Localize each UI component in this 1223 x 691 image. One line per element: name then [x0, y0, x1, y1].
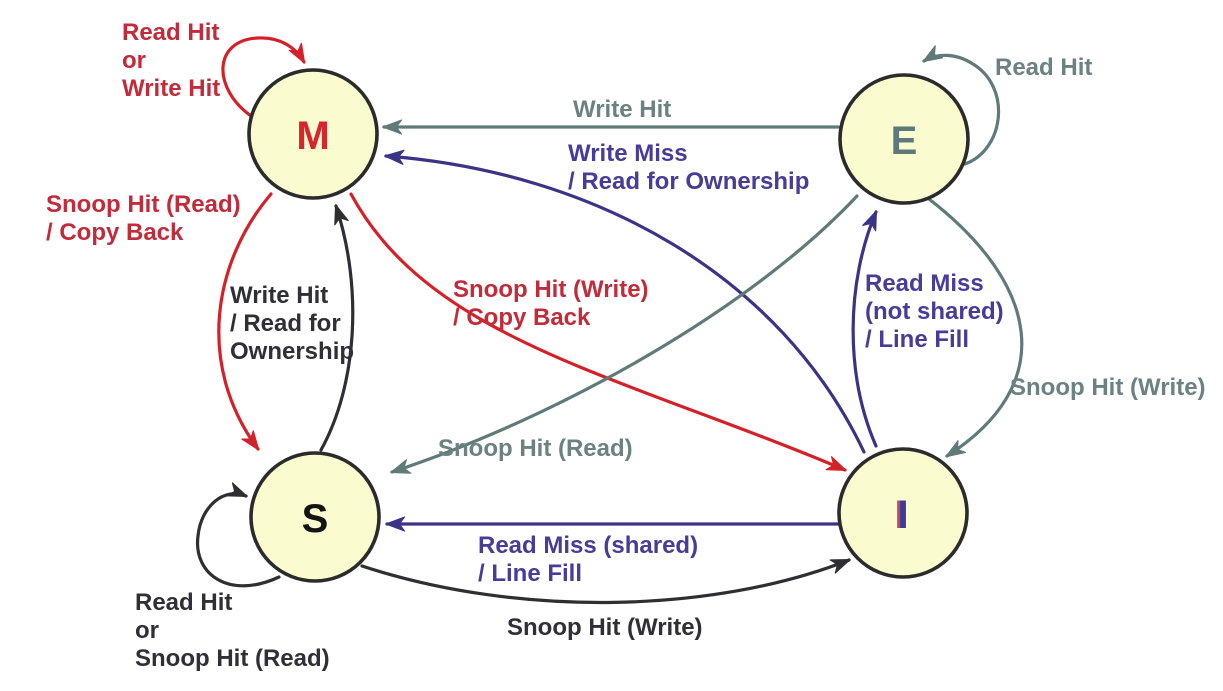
- state-label-m: M: [296, 114, 329, 158]
- transition-label-i-to-e-line-2: / Line Fill: [865, 326, 969, 353]
- transition-arrow-i-to-m: [384, 149, 866, 454]
- transition-arrow-s-to-i: [360, 558, 851, 605]
- transition-e-to-s: Snoop Hit (Read): [390, 194, 859, 474]
- transition-s-to-i: Snoop Hit (Write): [360, 558, 851, 641]
- transition-e-to-m: Write Hit: [382, 96, 840, 135]
- state-label-e: E: [891, 119, 918, 163]
- transition-i-to-s: Read Miss (shared) / Line Fill: [385, 516, 840, 587]
- transition-arrow-e-to-i: [927, 197, 1024, 458]
- transition-label-m-to-m-line-2: Write Hit: [122, 75, 220, 102]
- transition-label-m-to-s-line-1: / Copy Back: [46, 219, 184, 246]
- transition-label-i-to-m-line-0: Write Miss: [568, 140, 688, 167]
- state-node-e: E: [838, 73, 970, 205]
- transition-label-i-to-e-line-0: Read Miss: [865, 270, 984, 297]
- transition-s-to-s: Read Hit or Snoop Hit (Read): [135, 482, 330, 672]
- transition-label-e-to-i-line-0: Snoop Hit (Write): [1010, 374, 1206, 401]
- transition-m-to-i: Snoop Hit (Write) / Copy Back: [349, 192, 847, 472]
- transition-i-to-e: Read Miss (not shared) / Line Fill: [851, 210, 1004, 448]
- transition-label-e-to-e-line-0: Read Hit: [995, 54, 1092, 81]
- transition-arrow-e-to-s: [390, 194, 859, 474]
- transition-arrow-m-to-s: [217, 192, 273, 451]
- transition-label-m-to-i-line-0: Snoop Hit (Write): [453, 276, 649, 303]
- transition-m-to-m: Read Hit or Write Hit: [122, 19, 306, 118]
- transition-label-e-to-s-line-0: Snoop Hit (Read): [438, 435, 633, 462]
- transition-label-e-to-m-line-0: Write Hit: [573, 96, 671, 123]
- transition-label-s-to-i-line-0: Snoop Hit (Write): [507, 614, 703, 641]
- transition-arrow-m-to-m: [221, 36, 306, 118]
- state-circle-e: [838, 73, 970, 205]
- transition-label-i-to-e-line-1: (not shared): [865, 298, 1004, 325]
- transition-m-to-s: Snoop Hit (Read) / Copy Back: [46, 191, 273, 451]
- state-label-s: S: [302, 497, 329, 541]
- state-label-i-shadow: I: [894, 493, 905, 537]
- transition-label-m-to-m-line-1: or: [122, 47, 146, 74]
- transition-label-s-to-m-line-2: Ownership: [230, 338, 354, 365]
- transition-arrow-s-to-s: [196, 482, 281, 588]
- state-circle-s: [249, 451, 381, 583]
- transition-label-m-to-i-line-1: / Copy Back: [453, 304, 591, 331]
- transition-arrow-m-to-i: [349, 192, 847, 472]
- state-node-m: M: [247, 68, 379, 200]
- transition-label-s-to-s-line-1: or: [135, 617, 159, 644]
- transition-label-s-to-s-line-2: Snoop Hit (Read): [135, 645, 330, 672]
- transition-s-to-m: Write Hit / Read for Ownership: [230, 204, 355, 452]
- transition-label-i-to-s-line-1: / Line Fill: [478, 560, 582, 587]
- transition-label-m-to-m-line-0: Read Hit: [122, 19, 219, 46]
- state-label-i: I: [897, 493, 908, 537]
- transition-i-to-m: Write Miss / Read for Ownership: [384, 140, 866, 454]
- state-node-s: S: [249, 451, 381, 583]
- state-circle-m: [247, 68, 379, 200]
- transition-label-s-to-m-line-1: / Read for: [230, 310, 341, 337]
- transition-arrow-e-to-e: [922, 45, 1001, 166]
- transition-label-s-to-s-line-0: Read Hit: [135, 589, 232, 616]
- transition-e-to-e: Read Hit: [922, 45, 1092, 166]
- transition-label-i-to-s-line-0: Read Miss (shared): [478, 532, 698, 559]
- transition-arrow-i-to-e: [851, 210, 878, 448]
- transition-e-to-i: Snoop Hit (Write): [927, 197, 1206, 458]
- transition-label-s-to-m-line-0: Write Hit: [230, 282, 328, 309]
- state-circle-i: [837, 447, 969, 579]
- transition-label-i-to-m-line-1: / Read for Ownership: [568, 168, 809, 195]
- transition-arrow-s-to-m: [319, 204, 355, 452]
- transition-label-m-to-s-line-0: Snoop Hit (Read): [46, 191, 241, 218]
- state-node-i: I I: [837, 447, 969, 579]
